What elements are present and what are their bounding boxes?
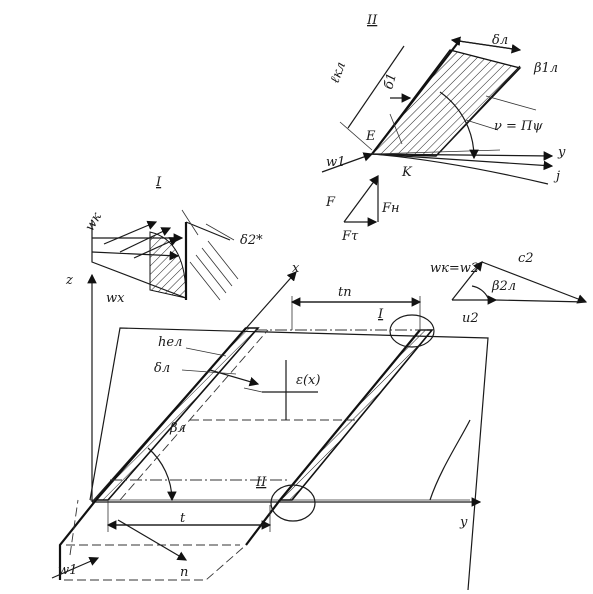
eps-cross: [243, 360, 318, 420]
label-view-II: II: [366, 13, 378, 28]
detail-circles: [270, 314, 435, 522]
pitch-t-dimension: [106, 500, 272, 532]
blade-left: [94, 327, 260, 501]
label-w1-top: w1: [326, 155, 345, 170]
thickness-leaders: [181, 347, 260, 387]
label-b1: б1: [381, 71, 400, 91]
label-beta-l: βл: [169, 421, 186, 436]
label-nu: ν = Пψ: [494, 119, 543, 134]
label-F: F: [325, 195, 336, 210]
label-y-top: y: [557, 145, 566, 160]
label-wk: wк: [82, 210, 105, 234]
circle-I: [389, 314, 435, 348]
label-view-I: I: [155, 175, 162, 190]
inlet-region: [58, 499, 281, 581]
circle-II: [270, 484, 316, 522]
label-Ft: Fτ: [341, 229, 359, 244]
label-delta-l: δл: [154, 361, 170, 376]
w1-inlet-arrow: [51, 556, 100, 579]
label-wk-eq-w2: wк=w2: [430, 261, 479, 276]
label-circle-I: I: [377, 307, 384, 322]
beta-l-arc: [147, 447, 177, 502]
label-delta-2-star: δ2*: [240, 233, 263, 248]
channel-lines: [110, 329, 430, 501]
label-h-el: hел: [158, 335, 182, 350]
label-beta-1l: β1л: [533, 61, 558, 76]
label-l-kl: ℓкл: [328, 60, 349, 85]
label-delta-l-top: δл: [492, 33, 508, 48]
label-y-axis: y: [459, 515, 468, 530]
label-x-axis: x: [292, 261, 300, 276]
label-u2: u2: [462, 311, 479, 326]
normal-n: [117, 519, 188, 561]
main-plane: [89, 327, 489, 591]
label-K: K: [401, 165, 413, 180]
labels: II δл ℓкл б1 β1л ν = Пψ E K w1 y j F Fн …: [58, 13, 566, 580]
label-wx: wx: [106, 291, 125, 306]
label-n: n: [180, 565, 188, 580]
label-z-axis: z: [65, 273, 73, 288]
label-c2: c2: [518, 251, 534, 266]
label-E: E: [365, 129, 376, 144]
label-circle-II: II: [255, 475, 267, 490]
label-j-top: j: [553, 169, 560, 184]
detail-II: [321, 36, 554, 185]
label-w1-bottom: w1: [58, 563, 77, 578]
force-triangle: [343, 175, 379, 227]
label-beta-2l: β2л: [491, 279, 516, 294]
label-tn: tп: [338, 285, 352, 300]
pitch-tn-dimension: [290, 296, 422, 330]
blade-right: [278, 329, 434, 501]
outlet-velocity-triangle: [451, 261, 588, 305]
label-t: t: [180, 511, 186, 526]
detail-I: [91, 209, 239, 301]
label-eps-x: ε(x): [296, 373, 320, 388]
label-Fn: Fн: [381, 201, 400, 216]
